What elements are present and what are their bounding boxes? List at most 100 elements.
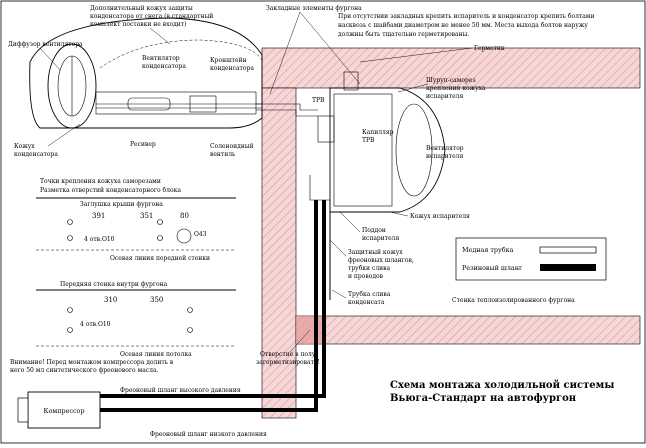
floor-hole-2: загерметизировать! (256, 359, 320, 366)
tray-label-2: испарителя (362, 235, 399, 242)
capillary-label-1: Капилляр (362, 129, 394, 136)
evaporator-cover (329, 87, 446, 213)
embedded-label: Закладные элементы фургона (266, 5, 362, 12)
bracket-label: Кронштейн (210, 57, 247, 64)
van-roof (261, 47, 641, 89)
evap-holes-label: 4 отв.О10 (80, 321, 111, 328)
trv-label: ТРВ (312, 97, 325, 104)
prot-cover-1: Защитный кожух (348, 249, 403, 256)
hole-3 (157, 219, 163, 225)
evap-hole-4 (187, 327, 193, 333)
dim-310: 310 (104, 296, 117, 304)
bolts-note-3: должны быть тщательно герметированы. (338, 31, 469, 38)
evaporator-unit (317, 71, 446, 213)
prot-cover-3: трубки слива (348, 265, 391, 272)
extra-cover-label-1: Дополнительный кожух защиты (90, 5, 193, 12)
extra-cover-label-3: комплект поставки не входит) (90, 21, 186, 28)
sealant-label: Герметик (474, 45, 505, 52)
dim-391: 391 (92, 212, 105, 220)
prot-cover-4: и проводов (348, 273, 384, 280)
receiver-label: Ресивер (130, 141, 156, 148)
legend-copper-swatch (539, 246, 597, 254)
prot-cover-2: фреоновых шлангов, (348, 257, 414, 264)
hole-2 (67, 235, 73, 241)
labels: Дополнительный кожух защиты конденсатора… (8, 5, 594, 438)
mount-points-label: Точки крепления кожуха саморезами (40, 178, 161, 185)
hoses (100, 200, 331, 412)
evap-cover-label: Кожух испарителя (410, 213, 470, 220)
floor-hole-1: Отверстие в полу (260, 351, 316, 358)
condenser-cover (29, 17, 263, 129)
evaporator-fan (395, 103, 433, 197)
drain-label-1: Трубка слива (348, 291, 391, 298)
extra-snow-cover (99, 39, 263, 69)
title-line-2: Вьюга-Стандарт на автофургон (390, 393, 576, 404)
van-front-wall (261, 87, 297, 419)
dim-350: 350 (150, 296, 163, 304)
low-pressure-hose (100, 200, 318, 412)
hole-43 (176, 228, 192, 244)
condenser-drill-title-l1: Разметка отверстий конденсаторного блока (40, 187, 181, 194)
capillary-label-2: ТРВ (362, 137, 375, 144)
evap-hole-3 (187, 307, 193, 313)
lp-hose-label: Фреоновый шланг низкого давления (150, 431, 267, 438)
warning-2: него 50 мл синтетического фреонового мас… (10, 367, 159, 374)
condenser-fan-label: Вентилятор (142, 55, 180, 62)
screw-label-3: испарителя (426, 93, 463, 100)
pipe-1 (256, 103, 318, 111)
title-line-1: Схема монтажа холодильной системы (390, 380, 614, 391)
van-floor (295, 315, 641, 345)
drain-label-2: конденсата (348, 299, 385, 306)
bolts-note-2: насквозь с шайбами диаметром не менее 50… (338, 22, 588, 29)
fan-diffuser (47, 43, 97, 129)
bolts-note-1: При отсутствии закладных крепить испарит… (338, 13, 594, 20)
evap-hole-1 (67, 307, 73, 313)
evap-fan-label-2: испарителя (426, 153, 463, 160)
tray-label-1: Поддон (362, 227, 386, 234)
evap-fan-label-1: Вентилятор (426, 145, 464, 152)
trv-valve (343, 71, 359, 91)
warning-1: Внимание! Перед монтажом компрессора дол… (10, 359, 174, 366)
compressor-label: Компрессор (44, 407, 85, 415)
van-walls (261, 47, 641, 419)
evap-hole-2 (67, 327, 73, 333)
pipe-2 (256, 109, 318, 117)
legend-rubber-label: Резиновый шланг (462, 264, 523, 272)
evaporator-coil (333, 93, 393, 207)
evaporator-drill-layout: Передняя стенка внутри фургона 310 350 4… (36, 281, 236, 358)
ceiling-axis-label: Осевая линия потолка (120, 351, 192, 358)
capillary-bulb (317, 115, 335, 143)
hole-1 (67, 219, 73, 225)
hole-4 (157, 235, 163, 241)
condenser-coil (95, 91, 257, 115)
van-wall-label: Стенка теплоизолированного фургона (452, 297, 575, 304)
legend-copper-label: Медная трубка (462, 246, 514, 254)
condenser-cover-label-1: Кожух (14, 143, 35, 150)
fan-diffuser-label: Диффузор вентилятора (8, 41, 83, 48)
holes-label: 4 отв.О10 (84, 236, 115, 243)
hp-hose-label: Фреоновый шланг высокого давления (120, 387, 241, 394)
legend: Медная трубка Резиновый шланг (455, 237, 607, 281)
screw-label-1: Шуруп-саморез (426, 77, 476, 84)
solenoid-label-2: вентиль (210, 151, 236, 158)
legend-rubber-swatch (540, 264, 596, 271)
screw-label-2: крепления кожуха (426, 85, 486, 92)
extra-cover-label-2: конденсатора от снега (в стандартный (90, 13, 213, 20)
solenoid-label-1: Соленоидный (210, 143, 254, 150)
compressor: Компрессор (17, 391, 101, 429)
condenser-drill-layout: Разметка отверстий конденсаторного блока… (36, 178, 236, 262)
leader-lines (39, 11, 473, 353)
evap-front-wall-label: Передняя стенка внутри фургона (60, 281, 168, 288)
hole43-label: О43 (194, 231, 207, 238)
compressor-box (27, 391, 101, 429)
roof-edge-label: Заглушка крыши фургона (80, 201, 163, 208)
dim-351: 351 (140, 212, 153, 220)
bracket-label-2: конденсатора (210, 65, 254, 72)
dim-80: 80 (180, 212, 189, 220)
legend-box (455, 237, 607, 281)
front-axis-label: Осевая линия передней стенки (110, 255, 210, 262)
high-pressure-hose (100, 200, 326, 398)
